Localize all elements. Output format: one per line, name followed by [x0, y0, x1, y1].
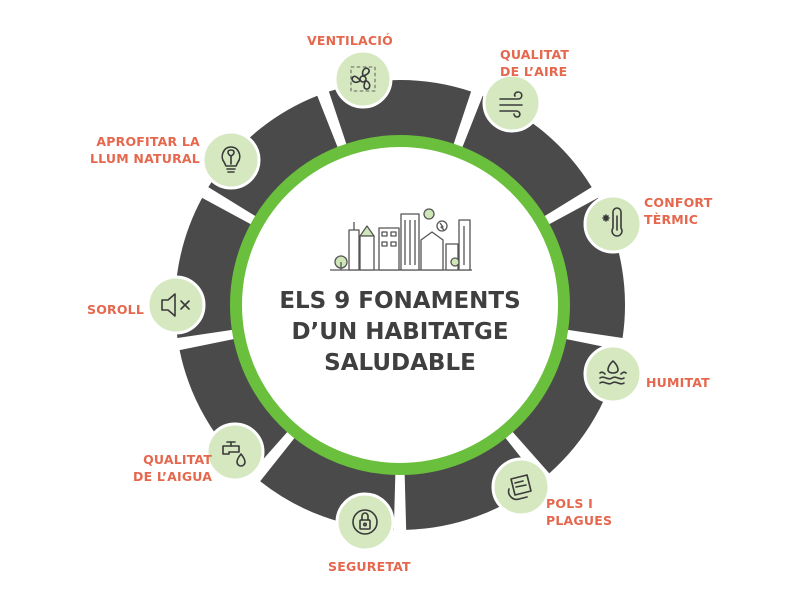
label-confort-termic: CONFORT TÈRMIC	[644, 195, 713, 227]
light-bulb-icon	[221, 146, 241, 173]
badge-circle	[491, 457, 551, 517]
fan-icon	[350, 66, 376, 92]
title-line-3: SALUDABLE	[324, 350, 476, 376]
badge-circle	[482, 73, 542, 133]
label-humitat: HUMITAT	[646, 375, 710, 390]
green-ring	[230, 135, 570, 475]
label-ventilacio: VENTILACIÓ	[307, 33, 393, 48]
label-qualitat-aire: QUALITAT DE L’AIRE	[500, 47, 570, 79]
badge	[491, 457, 551, 517]
badge	[583, 344, 643, 404]
label-llum-natural: APROFITAR LA LLUM NATURAL	[90, 134, 200, 166]
water-tap-icon	[222, 441, 246, 467]
thermometer-icon	[602, 207, 623, 237]
badge	[583, 194, 643, 254]
label-pols-plagues: POLS I PLAGUES	[546, 496, 613, 528]
page-title: ELS 9 FONAMENTS D’UN HABITATGE SALUDABLE	[240, 286, 560, 379]
badge	[146, 275, 206, 335]
badges	[146, 49, 643, 552]
label-qualitat-aigua: QUALITAT DE L’AIGUA	[133, 452, 213, 484]
humidity-icon	[599, 360, 627, 385]
badge-circle	[335, 492, 395, 552]
title-line-1: ELS 9 FONAMENTS	[279, 288, 521, 314]
badge	[201, 130, 261, 190]
badge	[482, 73, 542, 133]
cleaning-hand-icon	[507, 474, 532, 501]
badge-circle	[146, 275, 206, 335]
lock-icon	[352, 509, 378, 535]
badge-circle	[333, 49, 393, 109]
label-soroll: SOROLL	[87, 302, 145, 317]
wind-icon	[499, 91, 523, 118]
badge	[333, 49, 393, 109]
badge-circle	[583, 344, 643, 404]
badge	[205, 422, 265, 482]
city-skyline-icon	[330, 208, 472, 271]
speaker-mute-icon	[161, 293, 190, 317]
label-seguretat: SEGURETAT	[328, 559, 411, 574]
badge	[335, 492, 395, 552]
ring-segment	[404, 436, 540, 530]
title-line-2: D’UN HABITATGE	[291, 319, 509, 345]
